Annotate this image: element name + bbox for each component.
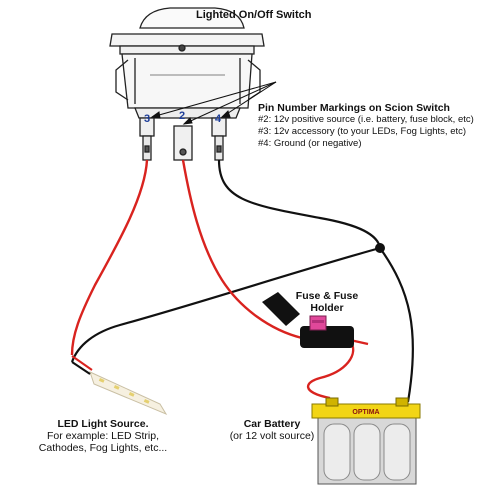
ground-wire-switch xyxy=(217,159,382,249)
fuse-label-line2: Holder xyxy=(310,302,344,314)
battery-brand: OPTIMA xyxy=(352,409,379,416)
positive-wire-switch xyxy=(181,159,303,340)
pin-label-4: 4 xyxy=(215,113,222,125)
ground-junction-dot xyxy=(375,243,385,253)
ground-wire-led xyxy=(70,246,381,363)
switch-terminal-2 xyxy=(173,125,193,161)
battery-top xyxy=(311,403,421,419)
pin-note-3: #3: 12v accessory (to your LEDs, Fog Lig… xyxy=(258,126,467,137)
switch-title: Lighted On/Off Switch xyxy=(196,9,312,21)
pin-note-4: #4: Ground (or negative) xyxy=(258,138,362,149)
pin-note-2: #2: 12v positive source (i.e. battery, f… xyxy=(258,114,474,125)
pin-pointer-lines xyxy=(150,81,277,125)
switch-terminal-4 xyxy=(211,117,227,161)
switch-body xyxy=(121,53,253,109)
switch-rocker xyxy=(139,7,245,29)
led-title: LED Light Source. xyxy=(57,418,149,430)
led-strip xyxy=(71,355,168,416)
battery-title: Car Battery xyxy=(243,418,301,430)
switch-terminal-3 xyxy=(139,117,155,161)
car-battery: OPTIMA xyxy=(311,397,421,485)
led-line-2: For example: LED Strip, xyxy=(46,430,160,442)
accessory-wire-led xyxy=(70,159,149,356)
rocker-switch xyxy=(109,7,265,161)
fuse-label-line1: Fuse & Fuse xyxy=(295,290,359,302)
positive-wire-battery xyxy=(306,339,355,400)
battery-subtitle: (or 12 volt source) xyxy=(229,430,315,442)
pin-notes-heading: Pin Number Markings on Scion Switch xyxy=(258,102,450,114)
pin-label-3: 3 xyxy=(144,113,151,125)
led-line-3: Cathodes, Fog Lights, etc... xyxy=(38,442,168,454)
ground-wire-battery xyxy=(379,247,414,403)
pin-label-2: 2 xyxy=(179,110,186,122)
switch-bezel xyxy=(109,33,265,47)
fuse-holder xyxy=(262,292,354,348)
